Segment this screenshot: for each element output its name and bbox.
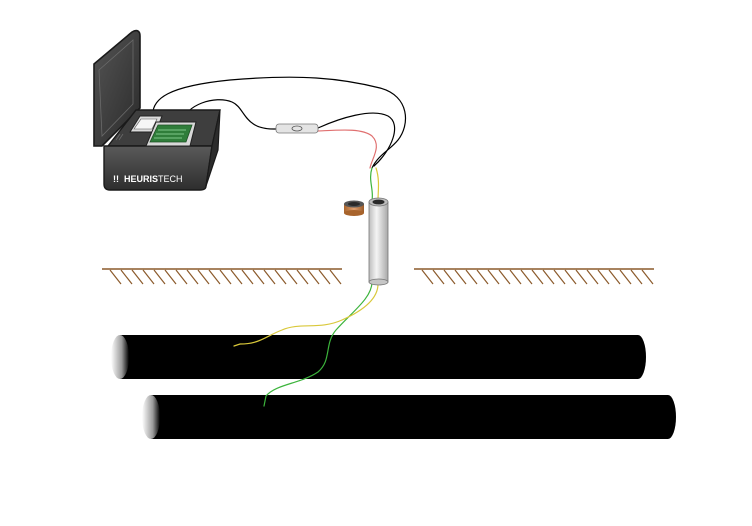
pipeline-upper: [111, 335, 646, 379]
ground-hatch-mark: [432, 269, 445, 285]
brand-name-bold: HEURIS: [124, 174, 158, 184]
yellow-lead-cable: [233, 167, 380, 347]
ground-hatch-mark: [274, 269, 287, 285]
ground-hatch-mark: [219, 269, 232, 285]
ground-hatch-mark: [476, 269, 489, 285]
ground-surface-right: [414, 268, 654, 285]
pipeline-lower: [142, 395, 676, 439]
ground-hatch-mark: [120, 269, 133, 285]
ground-hatch-mark: [208, 269, 221, 285]
black-lead-cable-2: [317, 112, 396, 167]
ground-hatch-mark: [307, 269, 320, 285]
display-main: [145, 121, 197, 147]
ground-hatch-mark: [575, 269, 588, 285]
brand-logo: !! HEURISTECH: [113, 174, 183, 184]
reference-electrode-icon: [368, 197, 389, 286]
case-body: [103, 145, 213, 191]
black-lead-cable-long: [152, 76, 406, 169]
ground-hatch-mark: [142, 269, 155, 285]
ground-hatch-mark: [164, 269, 177, 285]
ground-hatch-mark: [241, 269, 254, 285]
ground-hatch-mark: [630, 269, 643, 285]
ground-hatch-mark: [531, 269, 544, 285]
ground-hatch-mark: [186, 269, 199, 285]
ground-hatch-mark: [520, 269, 533, 285]
ground-hatch-mark: [597, 269, 610, 285]
ground-hatch-mark: [564, 269, 577, 285]
copper-coupon-icon: [344, 200, 364, 216]
ground-surface-left: [102, 268, 342, 285]
ground-hatch-mark: [421, 269, 434, 285]
instrument-case-icon: !! HEURISTECH: [93, 29, 221, 191]
ground-hatch-mark: [608, 269, 621, 285]
ground-hatch-mark: [109, 269, 122, 285]
ground-hatch-mark: [153, 269, 166, 285]
ground-hatch-mark: [586, 269, 599, 285]
cable-bundle: [152, 76, 406, 407]
ground-hatch-mark: [641, 269, 654, 285]
case-lid: [93, 29, 141, 147]
green-lead-cable: [263, 167, 374, 407]
red-lead-cable: [317, 129, 377, 169]
ground-hatch-mark: [175, 269, 188, 285]
ground-hatch-mark: [542, 269, 555, 285]
ground-hatch-mark: [263, 269, 276, 285]
ground-hatch-mark: [487, 269, 500, 285]
brand-name-regular: TECH: [158, 174, 183, 184]
svg-text:HEURISTECH: HEURISTECH: [124, 174, 183, 184]
ground-hatch-mark: [318, 269, 331, 285]
ground-hatch-mark: [454, 269, 467, 285]
brand-mark: !!: [113, 174, 119, 184]
ground-hatch-mark: [498, 269, 511, 285]
ground-hatch-mark: [329, 269, 342, 285]
black-lead-cable: [182, 99, 277, 130]
ground-hatch-mark: [619, 269, 632, 285]
ground-hatch-mark: [252, 269, 265, 285]
ground-hatch-mark: [285, 269, 298, 285]
ground-hatch-mark: [197, 269, 210, 285]
ground-hatch-mark: [443, 269, 456, 285]
ground-hatch-mark: [230, 269, 243, 285]
ground-hatch-mark: [553, 269, 566, 285]
ground-hatch-mark: [465, 269, 478, 285]
ground-hatch-mark: [509, 269, 522, 285]
ground-hatch-mark: [296, 269, 309, 285]
inline-connector-icon: [275, 123, 319, 134]
ground-hatch-mark: [131, 269, 144, 285]
